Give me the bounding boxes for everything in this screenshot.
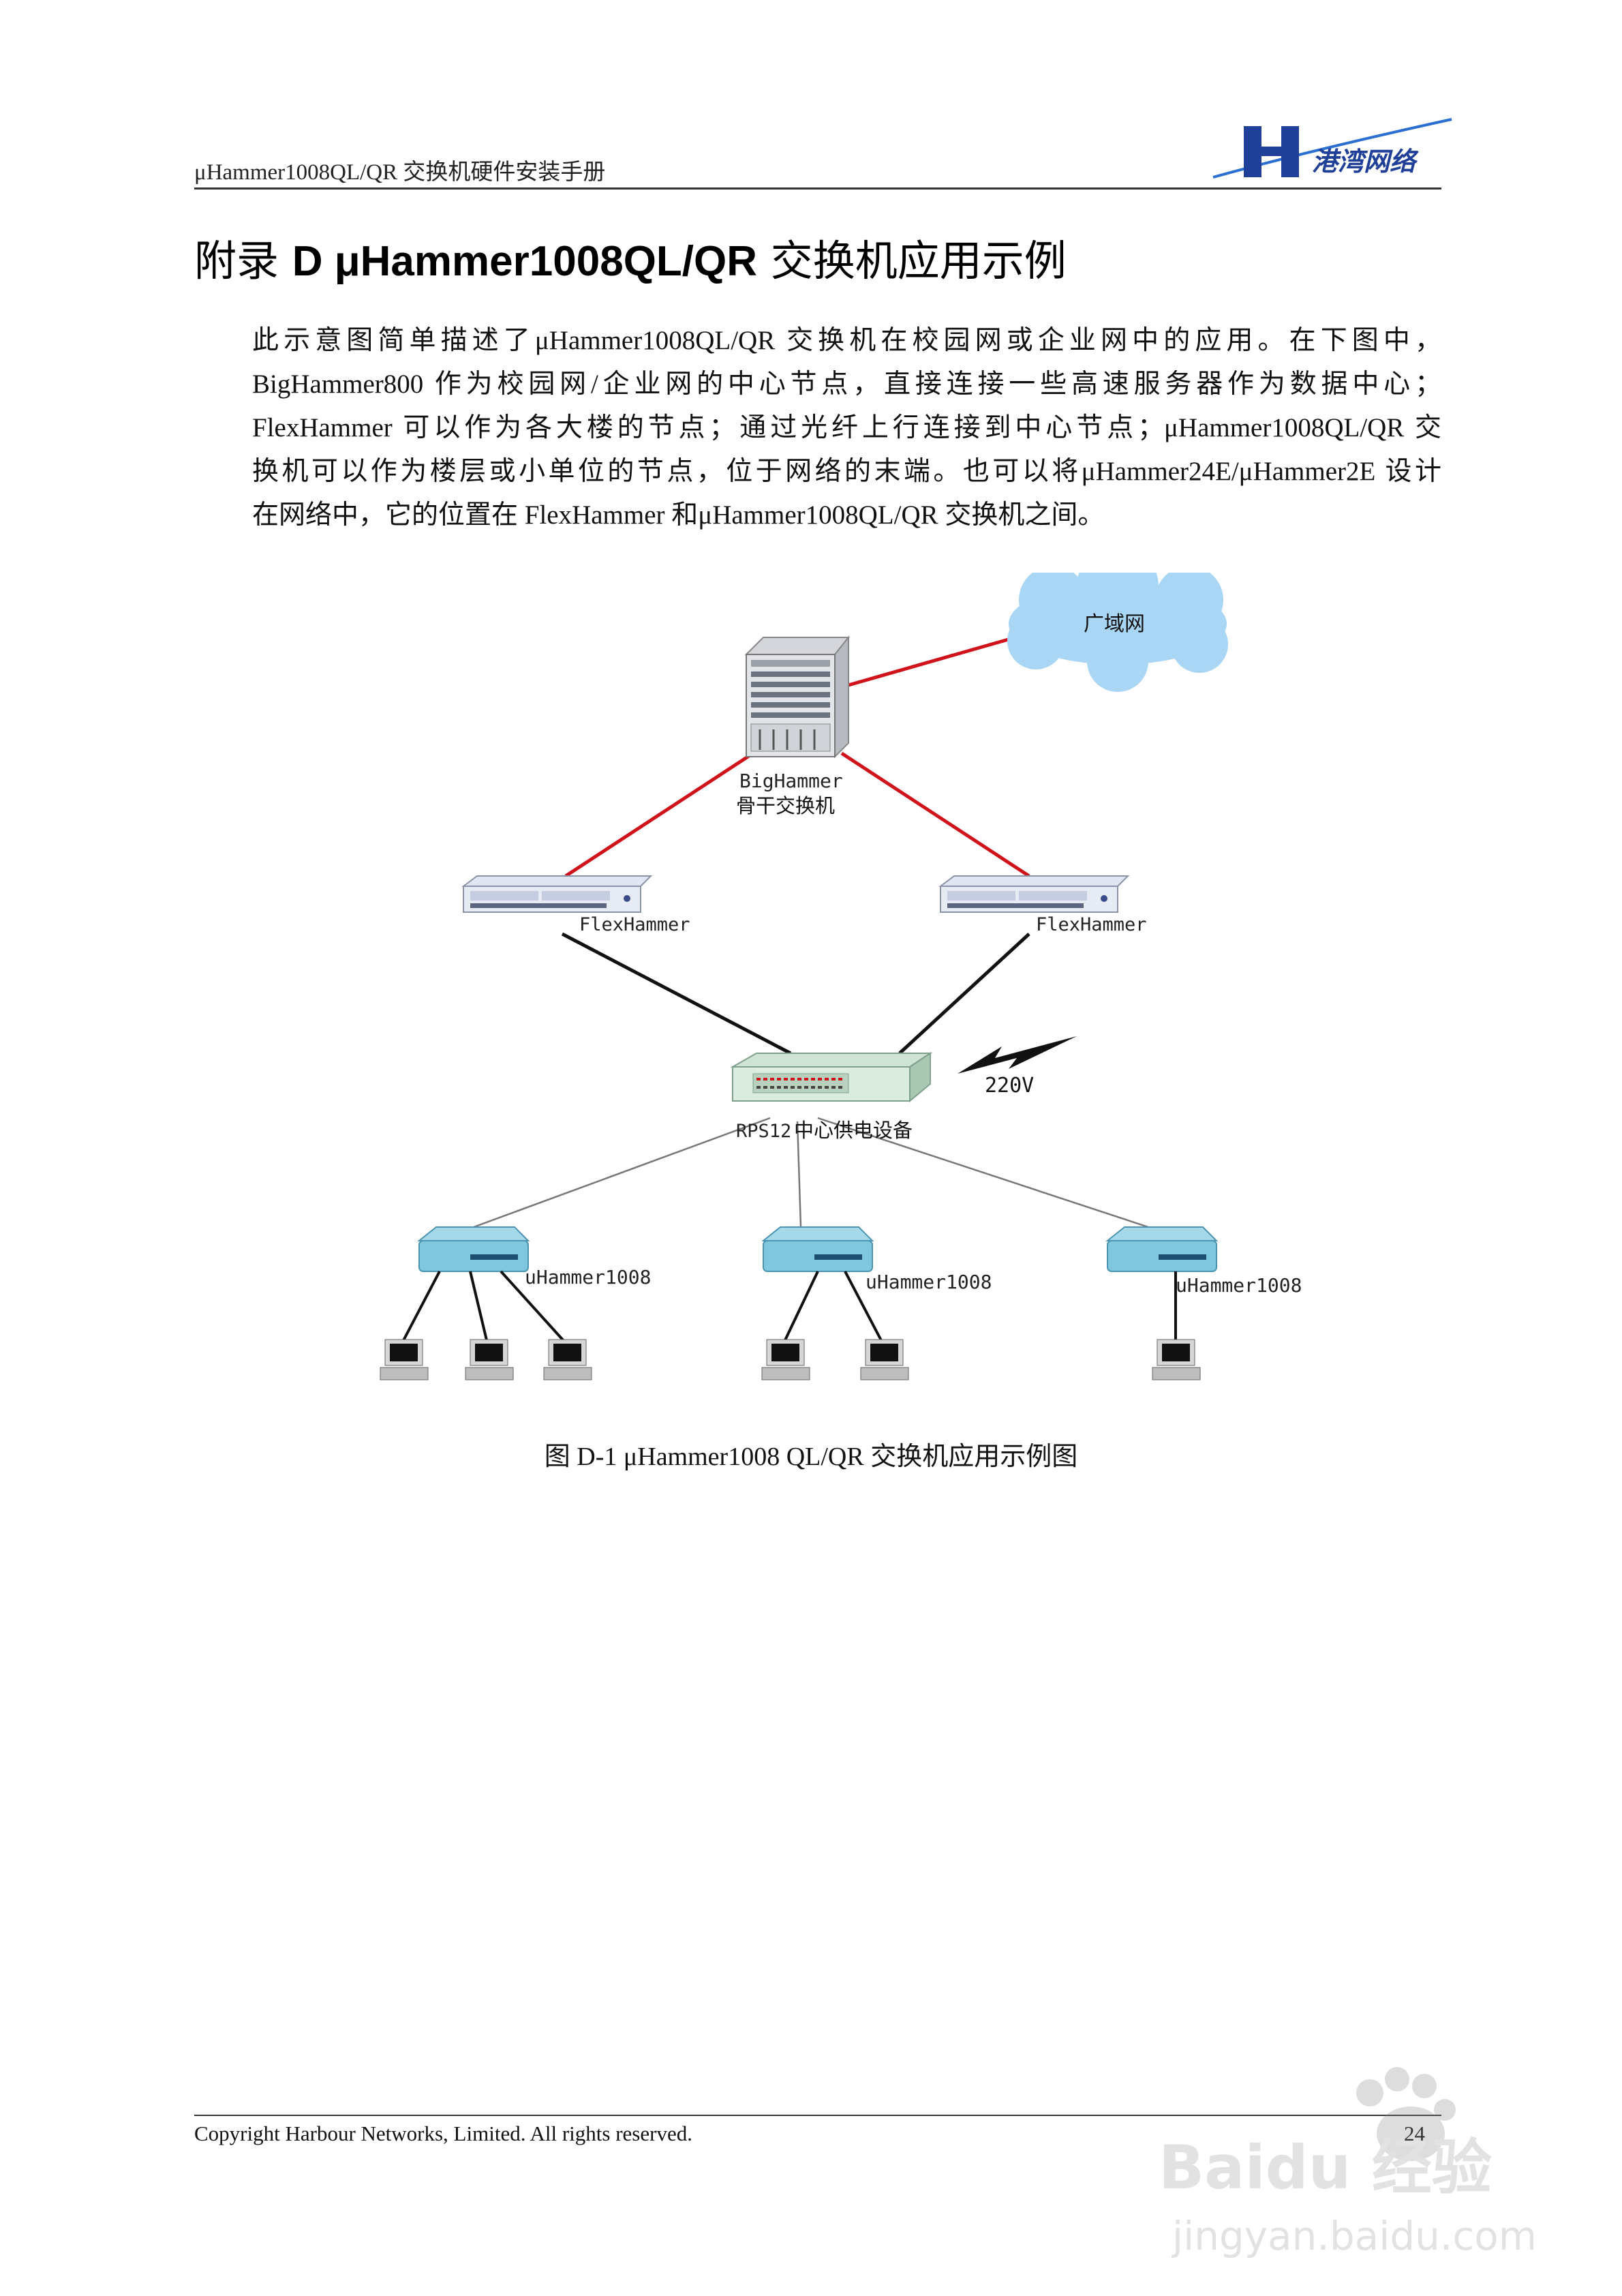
uhammer-mid-label: uHammer1008 — [866, 1271, 992, 1293]
running-head: μHammer1008QL/QR 交换机硬件安装手册 — [194, 160, 606, 185]
pc-icon — [860, 1339, 909, 1380]
pc-link — [782, 1271, 819, 1344]
uhammer-right-label: uHammer1008 — [1176, 1274, 1302, 1297]
backbone-label-1: BigHammer — [739, 770, 843, 792]
body-line-4: 换机可以作为楼层或小单位的节点，位于网络的末端。也可以将μHammer24E/μ… — [252, 457, 1441, 486]
pc-icon — [1152, 1339, 1201, 1380]
page-title: 附录 D μHammer1008QL/QR 交换机应用示例 — [194, 226, 1067, 288]
uhammer-left-label: uHammer1008 — [525, 1266, 651, 1288]
flexhammer-left-label: FlexHammer — [579, 914, 690, 935]
footer-rule — [194, 2115, 1441, 2116]
logo-h-bar — [1261, 147, 1281, 156]
rps-label-latin: RPS12 — [736, 1121, 791, 1142]
lightning-icon — [958, 1036, 1077, 1074]
figure-caption: 图 D-1 μHammer1008 QL/QR 交换机应用示例图 — [544, 1442, 1078, 1471]
rps-label-cjk: 中心供电设备 — [794, 1119, 913, 1142]
pc-icon — [380, 1339, 429, 1380]
watermark-line1: Baidu 经验 — [1159, 2132, 1492, 2203]
flexhammer-right-label: FlexHammer — [1036, 914, 1147, 935]
pc-link — [500, 1270, 567, 1344]
paw-icon — [1356, 2067, 1456, 2161]
network-diagram: 广域网 BigHammer 骨干交换机 FlexHammer — [380, 573, 1302, 1380]
logo-text: 港湾网络 — [1312, 147, 1419, 177]
rps-link-left — [473, 1117, 771, 1228]
wan-label: 广域网 — [1084, 612, 1145, 636]
logo-h-right — [1281, 126, 1299, 177]
fiber-link-right — [840, 751, 1030, 878]
flexhammer-left — [461, 875, 653, 913]
wan-cloud — [1007, 573, 1228, 692]
bighammer-chassis — [744, 635, 851, 759]
logo-h-left — [1244, 126, 1261, 177]
pc-icon — [465, 1339, 514, 1380]
body-line-2: BigHammer800 作为校园网/企业网的中心节点，直接连接一些高速服务器作… — [252, 369, 1441, 399]
backbone-label-2: 骨干交换机 — [736, 794, 835, 817]
page-number: 24 — [1404, 2121, 1425, 2146]
watermark-line2: jingyan.baidu.com — [1171, 2213, 1533, 2259]
pc-link — [469, 1271, 489, 1344]
logo-swoosh — [1212, 118, 1452, 179]
fiber-link-left — [564, 751, 754, 878]
rps-link-mid — [796, 1121, 802, 1228]
rps-link-right — [817, 1117, 1149, 1228]
flexhammer-right — [938, 875, 1130, 913]
rps12-device — [730, 1052, 933, 1103]
title-suffix: 交换机应用示例 — [757, 236, 1067, 286]
copper-link-right — [898, 933, 1030, 1055]
uhammer-right — [1105, 1226, 1219, 1272]
header-rule — [194, 187, 1441, 190]
copper-link-left — [561, 932, 792, 1055]
pc-link — [844, 1271, 884, 1344]
baidu-watermark: Baidu 经验 jingyan.baidu.com — [1159, 2067, 1533, 2259]
body-line-1: 此示意图简单描述了μHammer1008QL/QR 交换机在校园网或企业网中的应… — [252, 326, 1441, 355]
harbour-networks-logo: 港湾网络 — [1212, 118, 1452, 179]
uhammer-left — [417, 1226, 530, 1272]
uhammer-mid — [761, 1226, 874, 1272]
pc-link — [401, 1271, 441, 1344]
pc-icon — [543, 1339, 592, 1380]
title-latin: D μHammer1008QL/QR — [292, 238, 758, 285]
body-line-3: FlexHammer 可以作为各大楼的节点；通过光纤上行连接到中心节点；μHam… — [252, 413, 1441, 442]
wan-link — [848, 635, 1016, 687]
copyright: Copyright Harbour Networks, Limited. All… — [194, 2121, 692, 2145]
pc-icon — [761, 1339, 810, 1380]
power-label: 220V — [985, 1074, 1034, 1098]
body-line-5: 在网络中，它的位置在 FlexHammer 和μHammer1008QL/QR … — [252, 500, 1105, 530]
title-prefix: 附录 — [194, 236, 292, 286]
